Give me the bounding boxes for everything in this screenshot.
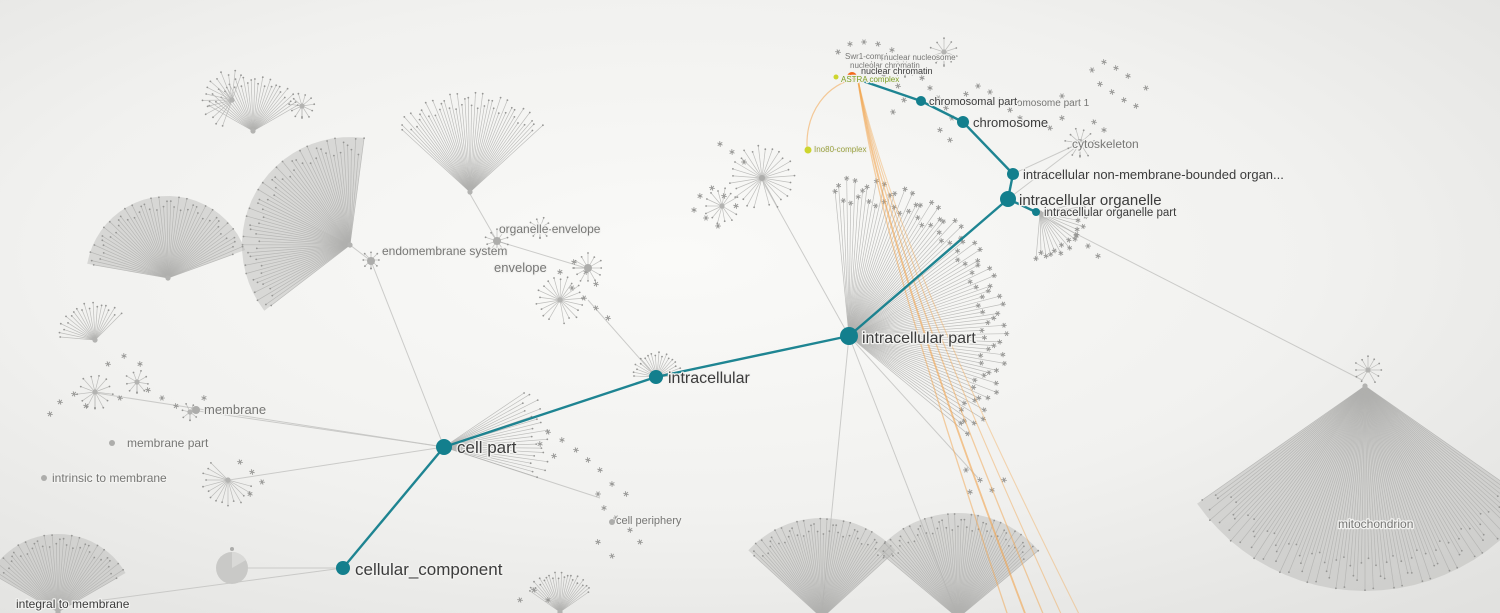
- cluster-fan-3: [241, 137, 365, 311]
- cluster-fan-14: [877, 513, 1040, 613]
- highlight-path-edges: [342, 76, 1037, 569]
- term-label-5[interactable]: intrinsic to membrane: [51, 470, 169, 487]
- term-label-11[interactable]: Swr1-complex: [844, 51, 897, 63]
- cluster-fan-21: [202, 462, 253, 507]
- cluster-fan-22: [76, 375, 114, 410]
- term-label-6[interactable]: cell periphery: [615, 514, 683, 529]
- cluster-fan-13: [748, 517, 896, 613]
- term-label-10[interactable]: chromosome part 1: [1002, 97, 1091, 111]
- cluster-fan-27: [1355, 355, 1383, 383]
- node-chromosome[interactable]: [957, 116, 969, 128]
- cluster-fan-30: [201, 69, 242, 127]
- term-label-8[interactable]: mitochondrion: [1337, 516, 1415, 533]
- term-label-9[interactable]: integral to membrane: [15, 596, 131, 613]
- node-intracellular-organelle[interactable]: [1000, 191, 1016, 207]
- node-label-intracellular-part[interactable]: intracellular part: [861, 329, 978, 349]
- term-label-16[interactable]: Ino80-complex: [813, 144, 868, 156]
- term-label-14[interactable]: nuclear chromatin: [860, 65, 934, 78]
- cluster-fan-6: [535, 276, 584, 325]
- cluster-fan-15: [0, 534, 126, 613]
- node-intracellular-non-membrane-bounded-organelle[interactable]: [1007, 168, 1019, 180]
- cluster-fan-5: [58, 301, 123, 343]
- cluster-fan-23: [125, 370, 149, 394]
- node-ino80-complex[interactable]: [804, 146, 812, 154]
- term-label-7[interactable]: cytoskeleton: [1071, 136, 1140, 153]
- node-cellular-component[interactable]: [336, 561, 350, 575]
- cluster-fan-2: [401, 91, 544, 195]
- node-label-intracellular-non-membrane-bounded-organelle[interactable]: intracellular non-membrane-bounded organ…: [1022, 166, 1285, 184]
- term-label-4[interactable]: membrane part: [126, 435, 211, 452]
- cluster-fan-10: [705, 187, 739, 225]
- cluster-fan-29: [929, 37, 958, 67]
- term-label-0[interactable]: organelle envelope: [498, 221, 602, 238]
- cluster-fan-12: [1197, 383, 1500, 591]
- scatter-stars: [47, 39, 1149, 603]
- term-label-15[interactable]: ASTRA complex: [840, 74, 901, 86]
- term-label-3[interactable]: membrane: [203, 401, 268, 419]
- cluster-fan-16: [529, 571, 590, 613]
- node-nucleosome[interactable]: [847, 72, 857, 82]
- node-astra-complex[interactable]: [833, 74, 839, 80]
- term-label-1[interactable]: endomembrane system: [381, 243, 509, 260]
- cluster-fan-4: [87, 196, 246, 281]
- term-label-13[interactable]: nucleolar chromatin: [849, 60, 921, 72]
- cluster-fan-8: [529, 216, 551, 240]
- node-label-intracellular-organelle[interactable]: intracellular organelle: [1018, 191, 1163, 211]
- cluster-fan-26: [1033, 199, 1089, 262]
- node-label-cell-part[interactable]: cell part: [456, 437, 518, 459]
- gray-edges: [65, 142, 1363, 613]
- node-label-chromosomal-part[interactable]: chromosomal part: [928, 95, 1019, 110]
- node-chromosomal-part[interactable]: [916, 96, 926, 106]
- pie-node: [216, 551, 248, 584]
- cluster-fan-1: [288, 92, 316, 119]
- node-label-chromosome[interactable]: chromosome: [972, 114, 1050, 132]
- node-intracellular[interactable]: [649, 370, 663, 384]
- node-intracellular-part[interactable]: [840, 327, 858, 345]
- orange-edge-bundle: [806, 77, 1080, 613]
- node-label-cellular-component[interactable]: cellular_component: [354, 559, 504, 581]
- term-label-12[interactable]: nuclear nucleosome: [883, 52, 958, 64]
- cluster-fan-28: [893, 54, 917, 78]
- term-label-2[interactable]: envelope: [493, 259, 548, 277]
- node-cell-part[interactable]: [436, 439, 452, 455]
- gray-nodes: [41, 139, 1084, 551]
- cluster-fan-24: [181, 403, 200, 422]
- node-intracellular-organelle-part[interactable]: [1032, 208, 1040, 216]
- node-label-intracellular-organelle-part[interactable]: intracellular organelle part: [1043, 206, 1179, 221]
- node-label-intracellular[interactable]: intracellular: [667, 369, 752, 389]
